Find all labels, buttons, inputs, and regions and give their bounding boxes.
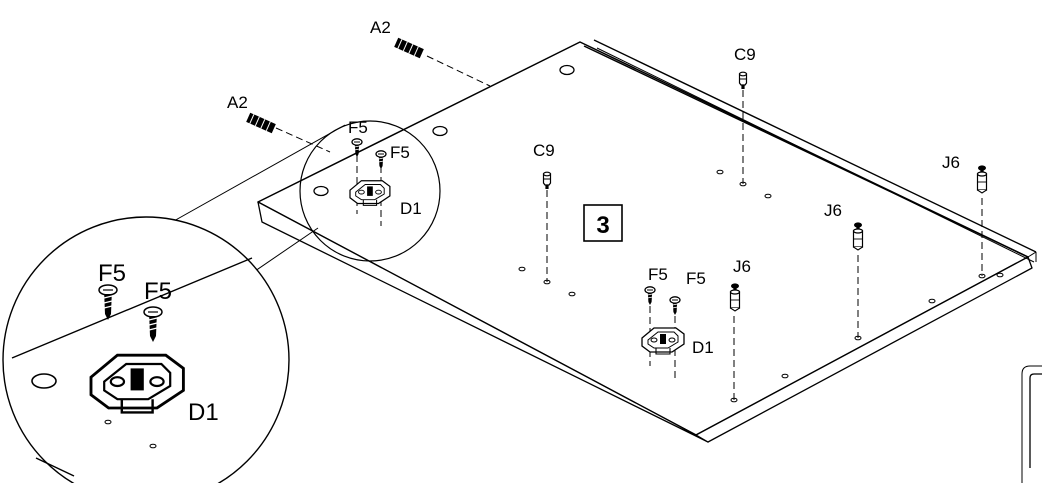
label-c9-mid: C9 xyxy=(533,141,555,160)
detail-zoom-circle xyxy=(2,216,290,483)
label-j6-mid: J6 xyxy=(824,201,842,220)
dowel-a2-left xyxy=(246,112,276,134)
step-indicator: 3 xyxy=(583,204,623,242)
label-d1-circle: D1 xyxy=(400,199,422,218)
dowel-a2-top xyxy=(394,37,424,59)
step-number: 3 xyxy=(596,212,609,239)
label-f5-front-2: F5 xyxy=(686,269,706,288)
part-labels: A2 A2 C9 C9 F5 F5 D1 F5 F5 D1 F5 F5 D1 J… xyxy=(98,18,960,426)
bolt-j6-right xyxy=(976,164,988,194)
dowel-c9-back xyxy=(738,71,748,90)
label-f5-zoom-1: F5 xyxy=(98,260,126,287)
board-holes xyxy=(313,64,1004,403)
label-d1-zoom: D1 xyxy=(188,399,219,426)
label-f5-front-1: F5 xyxy=(648,265,668,284)
label-f5-circle-2: F5 xyxy=(390,143,410,162)
label-a2-top: A2 xyxy=(370,18,391,37)
label-f5-zoom-2: F5 xyxy=(144,278,172,305)
label-a2-left: A2 xyxy=(227,93,248,112)
detail-circle-small xyxy=(299,120,441,262)
board-panel xyxy=(257,39,1037,443)
bolt-j6-front xyxy=(729,282,741,312)
label-c9-back: C9 xyxy=(734,45,756,64)
partial-frame xyxy=(1021,365,1042,483)
label-j6-front: J6 xyxy=(733,257,751,276)
label-j6-right: J6 xyxy=(942,153,960,172)
label-f5-circle-1: F5 xyxy=(348,118,368,137)
bolt-j6-mid xyxy=(852,221,864,251)
label-d1-front: D1 xyxy=(692,338,714,357)
